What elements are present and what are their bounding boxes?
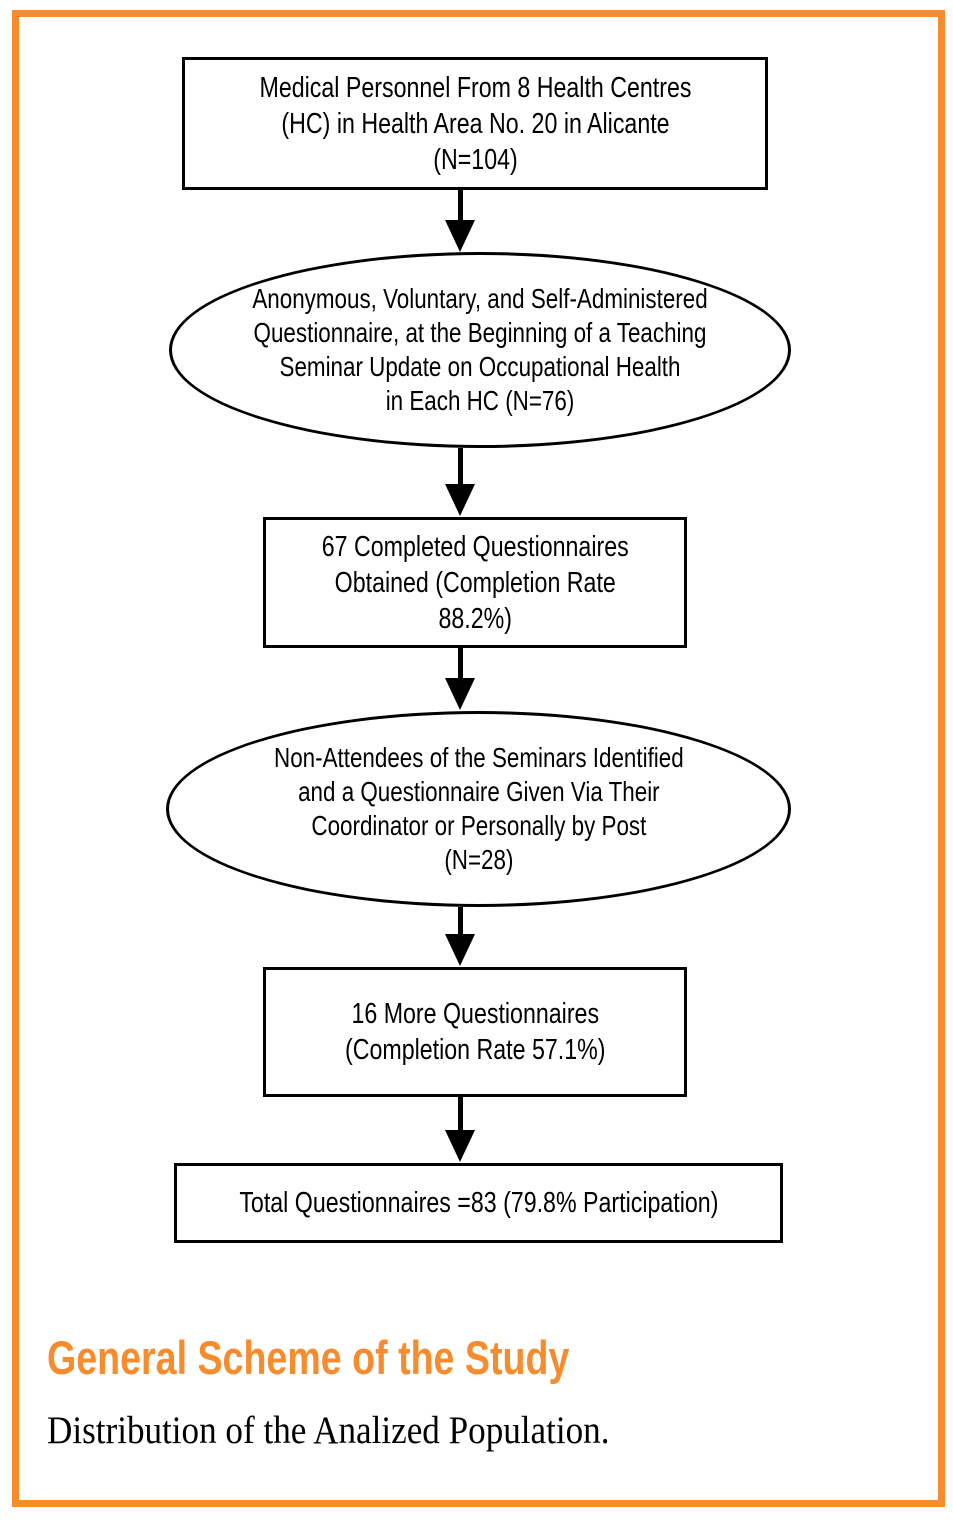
flow-node-total-questionnaires-text: Total Questionnaires =83 (79.8% Particip…: [238, 1187, 719, 1219]
arrow-head-icon: [445, 1130, 475, 1162]
flow-arrow-down-1: [445, 190, 475, 252]
figure-title: General Scheme of the Study: [47, 1331, 570, 1384]
arrow-stem: [457, 907, 463, 934]
arrow-stem: [457, 648, 463, 678]
flow-node-more-questionnaires: 16 More Questionnaires (Completion Rate …: [263, 967, 687, 1097]
flow-node-source-population: Medical Personnel From 8 Health Centres …: [182, 57, 768, 190]
flow-arrow-down-2: [445, 448, 475, 516]
flow-node-non-attendees-text: Non-Attendees of the Seminars Identified…: [273, 742, 684, 875]
flow-node-more-questionnaires-text: 16 More Questionnaires (Completion Rate …: [344, 998, 606, 1066]
flow-arrow-down-4: [445, 907, 475, 966]
flow-node-source-population-text: Medical Personnel From 8 Health Centres …: [259, 71, 691, 176]
arrow-head-icon: [445, 220, 475, 252]
arrow-stem: [457, 1097, 463, 1130]
flow-arrow-down-3: [445, 648, 475, 710]
flow-node-seminar-questionnaire-text: Anonymous, Voluntary, and Self-Administe…: [252, 283, 708, 416]
flow-node-seminar-questionnaire: Anonymous, Voluntary, and Self-Administe…: [169, 252, 791, 448]
flow-node-non-attendees: Non-Attendees of the Seminars Identified…: [166, 711, 791, 907]
figure-subtitle: Distribution of the Analized Population.: [47, 1409, 610, 1452]
flow-node-completed-questionnaires-text: 67 Completed Questionnaires Obtained (Co…: [321, 530, 629, 635]
arrow-head-icon: [445, 678, 475, 710]
arrow-head-icon: [445, 934, 475, 966]
arrow-head-icon: [445, 484, 475, 516]
flow-node-total-questionnaires: Total Questionnaires =83 (79.8% Particip…: [174, 1163, 783, 1243]
flow-node-completed-questionnaires: 67 Completed Questionnaires Obtained (Co…: [263, 517, 687, 648]
figure-border: [12, 10, 945, 1507]
arrow-stem: [457, 190, 463, 220]
flow-arrow-down-5: [445, 1097, 475, 1162]
arrow-stem: [457, 448, 463, 484]
